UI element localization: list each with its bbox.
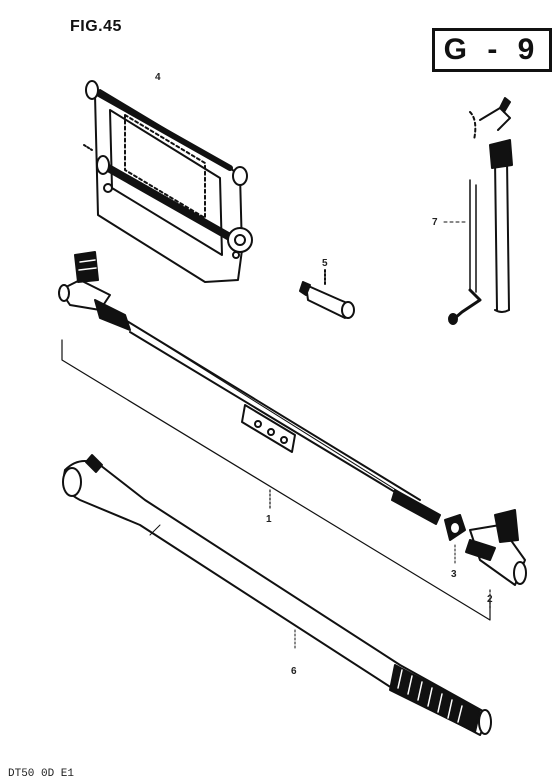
bracket-frame-part (83, 80, 253, 283)
part-number-5: 5 (322, 258, 328, 269)
cable-rod-part (58, 251, 441, 525)
group-code-box: G - 9 (432, 28, 552, 72)
part-number-3: 3 (451, 569, 457, 580)
part-number-6: 6 (291, 666, 297, 677)
part-number-1: 1 (266, 514, 272, 525)
pin-part (299, 269, 355, 319)
figure-label: FIG.45 (70, 18, 122, 35)
part-number-2: 2 (487, 594, 493, 605)
nut-part (444, 514, 466, 566)
joint-end-part (465, 509, 527, 586)
part-number-7: 7 (432, 217, 438, 228)
rod-assembly-part (443, 97, 513, 325)
footer-code: DT50 0D E1 (8, 768, 75, 780)
part-number-4: 4 (155, 72, 161, 83)
callout-bracket-lines (61, 339, 491, 621)
handle-grip-part (62, 454, 492, 736)
